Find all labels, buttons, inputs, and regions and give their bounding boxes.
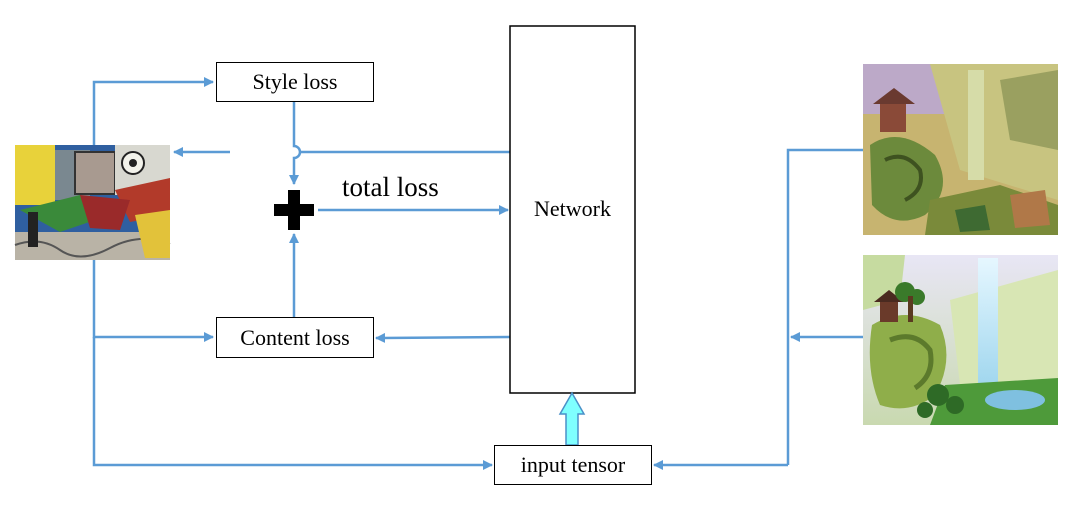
style-image bbox=[14, 145, 171, 260]
total-loss-label: total loss bbox=[342, 172, 439, 202]
style-loss-label: Style loss bbox=[252, 69, 338, 94]
edge-network-to-content-loss bbox=[375, 332, 511, 343]
network-label: Network bbox=[534, 196, 611, 221]
sum-plus-icon bbox=[274, 190, 314, 230]
network-box bbox=[509, 25, 636, 394]
stylized-output-image bbox=[863, 64, 1058, 235]
input-tensor-label: input tensor bbox=[520, 452, 626, 477]
edge-stylized-to-bracket bbox=[786, 148, 863, 465]
edge-image-to-input-tensor bbox=[92, 337, 493, 470]
input-to-network-arrow bbox=[558, 391, 586, 446]
edge-image-to-content-loss bbox=[92, 260, 214, 342]
edge-image-to-style-loss bbox=[92, 77, 214, 145]
content-image bbox=[863, 255, 1058, 425]
content-loss-box: Content loss bbox=[216, 317, 374, 358]
input-tensor-box: input tensor bbox=[494, 445, 652, 485]
style-loss-box: Style loss bbox=[216, 62, 374, 102]
content-loss-label: Content loss bbox=[240, 324, 350, 350]
edge-style-loss-to-sum bbox=[289, 102, 302, 185]
